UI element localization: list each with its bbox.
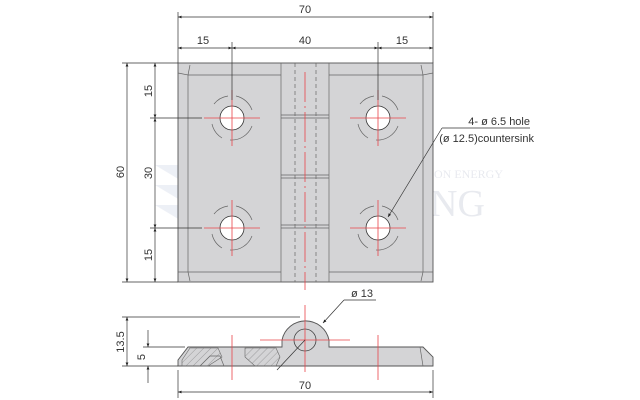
hole-callout: 4- ø 6.5 hole (ø 12.5)countersink (387, 116, 534, 218)
dim-knuckle: ø 13 (351, 288, 373, 300)
dimension-side-heights: 13.5 5 70 (115, 316, 434, 398)
svg-text:ION ENERGY: ION ENERGY (430, 167, 503, 181)
dim-15-top: 15 (143, 85, 155, 97)
dim-70-bottom: 70 (299, 380, 311, 392)
dim-40: 40 (299, 35, 311, 47)
dimension-overall-width: 70 (177, 4, 434, 100)
dimension-hole-spacing: 15 40 15 (178, 35, 433, 50)
dim-13-5: 13.5 (115, 331, 127, 352)
dim-60: 60 (115, 166, 127, 178)
callout-line2: (ø 12.5)countersink (439, 133, 534, 145)
hole-bottom-right (350, 200, 406, 256)
dim-70-top: 70 (299, 4, 311, 16)
dim-15-bottom: 15 (143, 249, 155, 261)
dim-15-right: 15 (396, 35, 408, 47)
dim-15-left: 15 (197, 35, 209, 47)
hinge-top-view (177, 62, 434, 290)
hole-bottom-left (204, 200, 260, 256)
svg-text:NG: NG (430, 183, 485, 225)
dim-30: 30 (143, 167, 155, 179)
callout-line1: 4- ø 6.5 hole (468, 116, 530, 128)
dimension-vertical: 60 15 30 15 (115, 62, 202, 283)
dimension-knuckle-diameter: ø 13 (276, 288, 376, 371)
dim-5: 5 (136, 354, 148, 360)
hinge-side-view (177, 305, 434, 380)
